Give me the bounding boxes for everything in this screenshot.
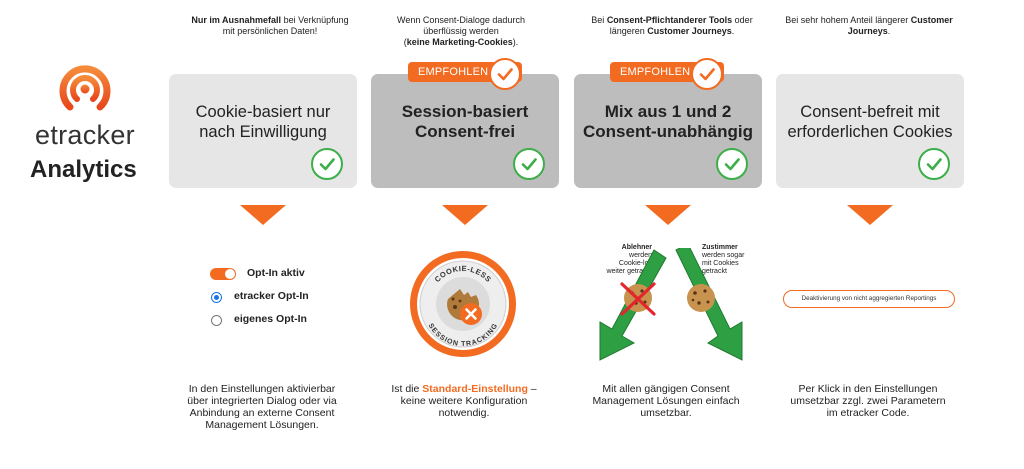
radio-etracker-opt-in[interactable] xyxy=(211,292,222,303)
opt-in-toggle[interactable] xyxy=(210,268,236,280)
bottom-text-1: In den Einstellungen aktivierbar über in… xyxy=(187,383,337,431)
deactivation-pill: Deaktivierung von nicht aggregierten Rep… xyxy=(783,290,955,308)
etracker-signal-icon xyxy=(59,65,111,111)
radio-own-opt-in-label: eigenes Opt-In xyxy=(234,313,307,325)
mix-arrows-graphic xyxy=(599,248,743,361)
check-icon xyxy=(918,148,950,180)
check-icon xyxy=(513,148,545,180)
top-text-2: Wenn Consent-Dialoge dadurch überflüssig… xyxy=(397,15,525,47)
logo-product: Analytics xyxy=(30,156,137,183)
cookie-crossed-icon xyxy=(620,282,656,316)
top-text-4: Bei sehr hohem Anteil längerer Customer … xyxy=(785,15,953,36)
down-arrow-icon xyxy=(645,205,691,225)
top-text-1: Nur im Ausnahmefall bei Verknüpfung mit … xyxy=(191,15,349,36)
bottom-text-3: Mit allen gängigen Consent Management Lö… xyxy=(592,383,740,419)
badge-check-icon xyxy=(691,58,723,90)
label-ablehner: Ablehner werden Cookie-los weiter getrac… xyxy=(606,244,652,275)
cookie-icon xyxy=(687,284,715,312)
top-text-3: Bei Consent-Pflichtanderer Tools oder lä… xyxy=(591,15,753,36)
radio-etracker-opt-in-label: etracker Opt-In xyxy=(234,290,309,302)
badge-check-icon xyxy=(489,58,521,90)
down-arrow-icon xyxy=(240,205,286,225)
logo-brand: etracker xyxy=(35,120,135,150)
check-icon xyxy=(311,148,343,180)
label-zustimmer: Zustimmer werden sogar mit Cookies getra… xyxy=(702,244,745,275)
cookie-less-seal: COOKIE-LESS SESSION TRACKING xyxy=(410,251,516,357)
bottom-text-2: Ist die Standard-Einstellung – keine wei… xyxy=(391,383,537,419)
down-arrow-icon xyxy=(847,205,893,225)
bottom-text-4: Per Klick in den Einstellungen umsetzbar… xyxy=(790,383,946,419)
radio-own-opt-in[interactable] xyxy=(211,315,222,326)
down-arrow-icon xyxy=(442,205,488,225)
opt-in-toggle-label: Opt-In aktiv xyxy=(247,267,305,279)
check-icon xyxy=(716,148,748,180)
